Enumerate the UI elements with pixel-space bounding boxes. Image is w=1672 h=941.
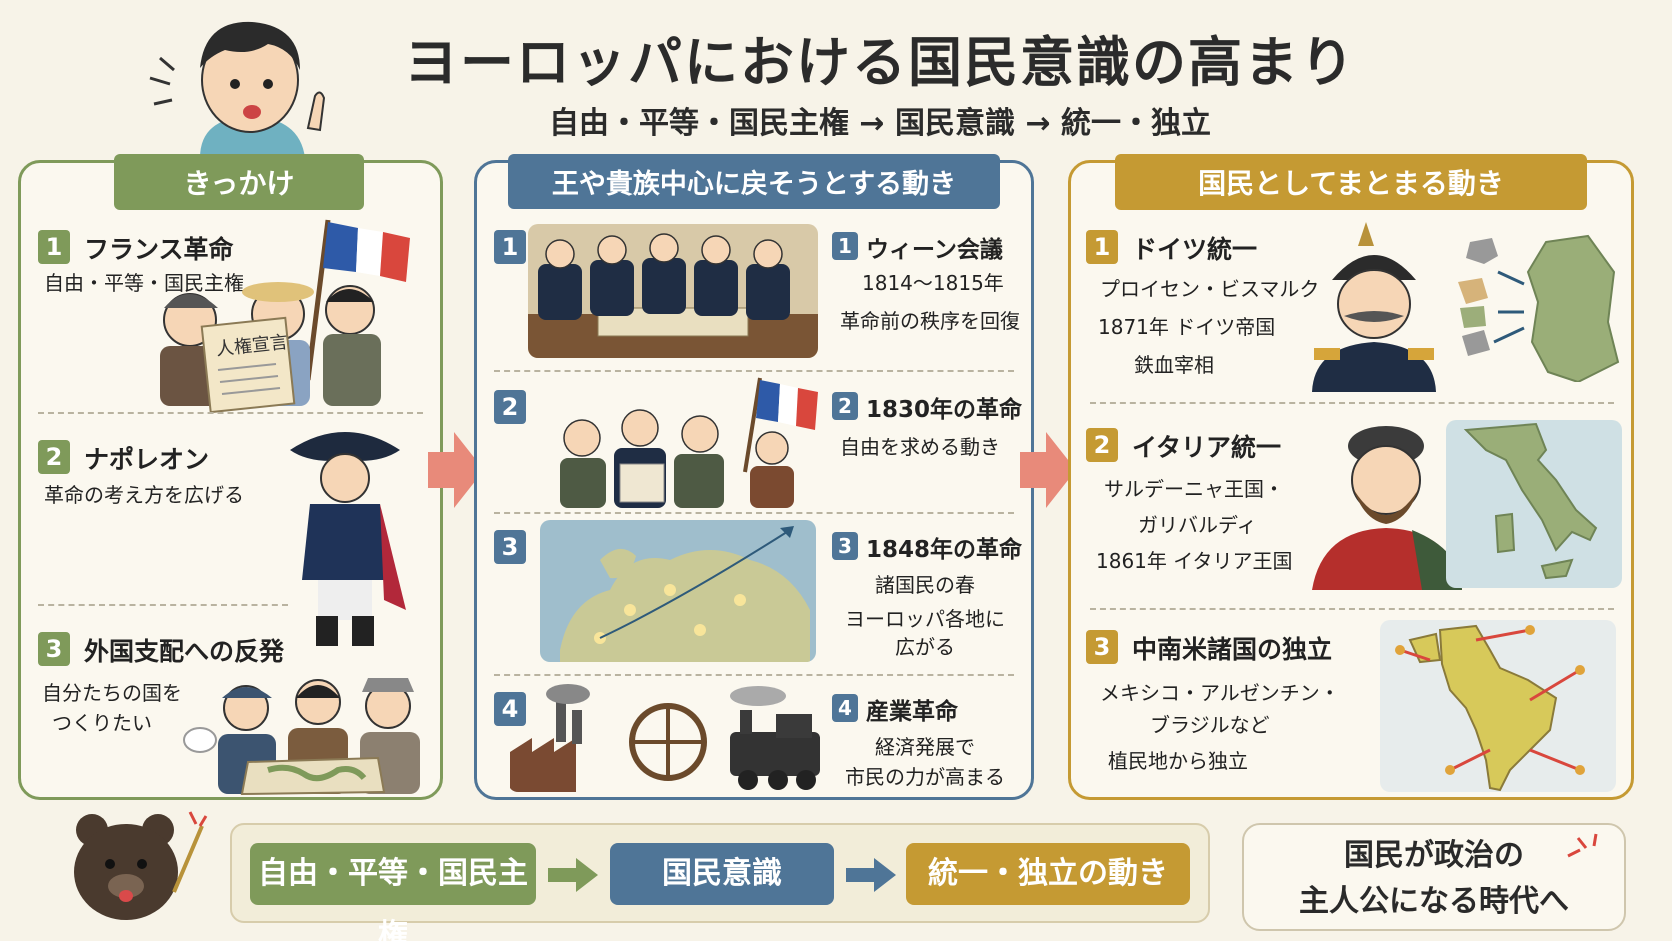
item-text: プロイセン・ビスマルク	[1100, 277, 1320, 301]
page-subtitle: 自由・平等・国民主権 → 国民意識 → 統一・独立	[548, 106, 1212, 141]
item-text: 広がる	[895, 635, 955, 659]
item-heading: ドイツ統一	[1132, 235, 1258, 264]
item-heading: フランス革命	[84, 235, 234, 264]
flow-arrow-icon	[548, 858, 598, 892]
item-heading: 中南米諸国の独立	[1132, 635, 1333, 664]
item-text: 鉄血宰相	[1134, 353, 1214, 377]
bear-mascot-illustration	[74, 811, 208, 920]
page-title: ヨーロッパにおける国民意識の高まり	[404, 31, 1356, 94]
three-people-map-illustration	[183, 678, 420, 796]
item-number: 4	[832, 694, 858, 722]
item-text: 自由・平等・国民主権	[44, 271, 244, 295]
item-text: 1861年 イタリア王国	[1096, 549, 1293, 573]
flow-step-national-consciousness: 国民意識	[610, 843, 834, 905]
item-number: 3	[1086, 630, 1118, 664]
flow-step-unification: 統一・独立の動き	[906, 843, 1190, 905]
result-line-1: 国民が政治の	[1344, 838, 1524, 873]
item-number: 1	[494, 230, 526, 264]
item-text: 植民地から独立	[1108, 749, 1248, 773]
item-number: 1	[1086, 230, 1118, 264]
item-text: 経済発展で	[875, 735, 975, 759]
item-heading: ナポレオン	[84, 445, 210, 474]
item-text: 革命の考え方を広げる	[44, 483, 244, 507]
europe-map-1848-illustration	[540, 520, 816, 662]
flow-arrow-icon	[846, 858, 896, 892]
divider	[494, 370, 1014, 372]
item-text: 革命前の秩序を回復	[840, 309, 1020, 333]
item-number: 2	[494, 390, 526, 424]
divider	[494, 674, 1014, 676]
item-number: 1	[832, 232, 858, 260]
item-number: 3	[494, 530, 526, 564]
bismarck-illustration	[1312, 222, 1436, 392]
item-text: メキシコ・アルゼンチン・	[1100, 681, 1340, 705]
item-heading: ウィーン会議	[866, 237, 1003, 263]
item-text: ガリバルディ	[1138, 513, 1257, 537]
item-text: 諸国民の春	[875, 573, 975, 597]
divider	[1090, 608, 1614, 610]
item-text: ヨーロッパ各地に	[845, 607, 1005, 631]
italy-map-illustration	[1446, 420, 1622, 588]
vienna-congress-illustration	[528, 224, 818, 358]
item-text: サルデーニャ王国・	[1104, 477, 1284, 501]
industrial-revolution-illustration	[508, 682, 828, 792]
item-number: 3	[832, 532, 858, 560]
germany-unification-map-illustration	[1458, 234, 1620, 382]
item-number: 1	[38, 230, 70, 264]
item-text: 市民の力が高まる	[845, 765, 1005, 789]
divider	[1090, 402, 1614, 404]
latin-america-map-illustration	[1380, 620, 1616, 792]
divider	[494, 512, 1014, 514]
divider	[38, 412, 423, 414]
flow-step-freedom: 自由・平等・国民主権	[250, 843, 536, 941]
napoleon-illustration	[290, 432, 406, 646]
boy-mascot-illustration	[149, 21, 326, 158]
revolution-1830-illustration	[540, 372, 820, 508]
panel-arrow-icon	[1020, 432, 1076, 508]
result-line-2: 主人公になる時代へ	[1299, 884, 1569, 919]
item-heading: イタリア統一	[1132, 433, 1282, 462]
panel-trigger-tag: きっかけ	[114, 154, 364, 210]
item-heading: 産業革命	[866, 699, 958, 725]
garibaldi-illustration	[1312, 426, 1462, 590]
item-number: 3	[38, 632, 70, 666]
panel-arrow-icon	[428, 432, 484, 508]
panel-unification-tag: 国民としてまとまる動き	[1115, 154, 1587, 210]
item-number: 4	[494, 692, 526, 726]
item-number: 2	[832, 392, 858, 420]
item-text: ブラジルなど	[1150, 713, 1270, 737]
divider	[38, 604, 288, 606]
panel-reaction-tag: 王や貴族中心に戻そうとする動き	[508, 154, 1000, 209]
item-text: 1814〜1815年	[862, 271, 1004, 295]
item-number: 2	[1086, 428, 1118, 462]
item-text: 1871年 ドイツ帝国	[1098, 315, 1276, 339]
item-heading: 1848年の革命	[866, 537, 1023, 563]
result-box: 国民が政治の 主人公になる時代へ	[1242, 823, 1626, 931]
item-number: 2	[38, 440, 70, 474]
item-heading: 1830年の革命	[866, 397, 1023, 423]
french-revolution-illustration: 人権宣言	[160, 219, 410, 414]
item-text: つくりたい	[52, 711, 152, 735]
item-text: 自由を求める動き	[840, 435, 1000, 459]
sparkle-icon	[1567, 833, 1598, 858]
item-heading: 外国支配への反発	[84, 637, 285, 666]
item-text: 自分たちの国を	[42, 681, 182, 705]
